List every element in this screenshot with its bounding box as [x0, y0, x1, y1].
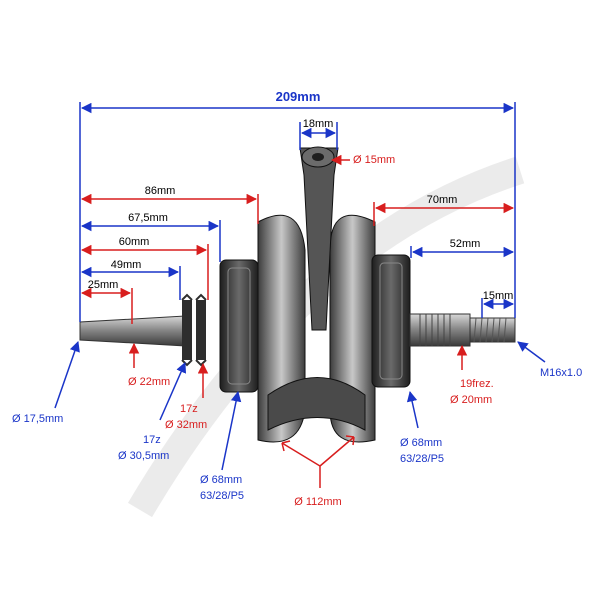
label-bearing-left-dia: Ø 68mm [200, 474, 242, 486]
right-bearing [371, 254, 411, 388]
arrow-flywheel [281, 436, 355, 488]
label-rod-width: 18mm [303, 118, 334, 130]
arrow-gear-30 [159, 362, 187, 421]
red-dimensions [80, 154, 515, 488]
label-86: 86mm [145, 185, 176, 197]
label-gear-32: Ø 32mm [165, 419, 207, 431]
arrow-thread [517, 341, 546, 363]
label-pin: Ø 15mm [353, 154, 395, 166]
arrow-bearing-right [406, 390, 419, 429]
label-15: 15mm [483, 290, 514, 302]
label-67: 67,5mm [128, 212, 168, 224]
crankshaft-part [79, 146, 516, 443]
left-bearing [219, 259, 259, 393]
counterweight [267, 377, 366, 431]
label-flywheel: Ø 112mm [294, 496, 341, 508]
label-gear-30: Ø 30,5mm [118, 450, 169, 462]
label-25: 25mm [88, 279, 119, 291]
blue-dimensions [54, 102, 546, 471]
label-bearing-right-code: 63/28/P5 [400, 453, 444, 465]
label-shaft-22: Ø 22mm [128, 376, 170, 388]
spline-section [419, 314, 451, 346]
label-bearing-right-dia: Ø 68mm [400, 437, 442, 449]
arrow-shaft-left [54, 341, 80, 409]
right-shaft [409, 313, 471, 347]
label-49: 49mm [111, 259, 142, 271]
label-52: 52mm [450, 238, 481, 250]
label-gear-17z-b: 17z [180, 403, 198, 415]
left-sprocket [181, 293, 207, 367]
label-spline-dia: Ø 20mm [450, 394, 492, 406]
label-70: 70mm [427, 194, 458, 206]
label-gear-17z-a: 17z [143, 434, 161, 446]
label-spline-teeth: 19frez. [460, 378, 494, 390]
label-bearing-left-code: 63/28/P5 [200, 490, 244, 502]
label-shaft-left: Ø 17,5mm [12, 413, 63, 425]
arrow-bearing-left [221, 390, 242, 471]
label-thread: M16x1.0 [540, 367, 582, 379]
label-overall: 209mm [276, 89, 321, 104]
label-60: 60mm [119, 236, 150, 248]
connecting-rod [299, 147, 339, 331]
